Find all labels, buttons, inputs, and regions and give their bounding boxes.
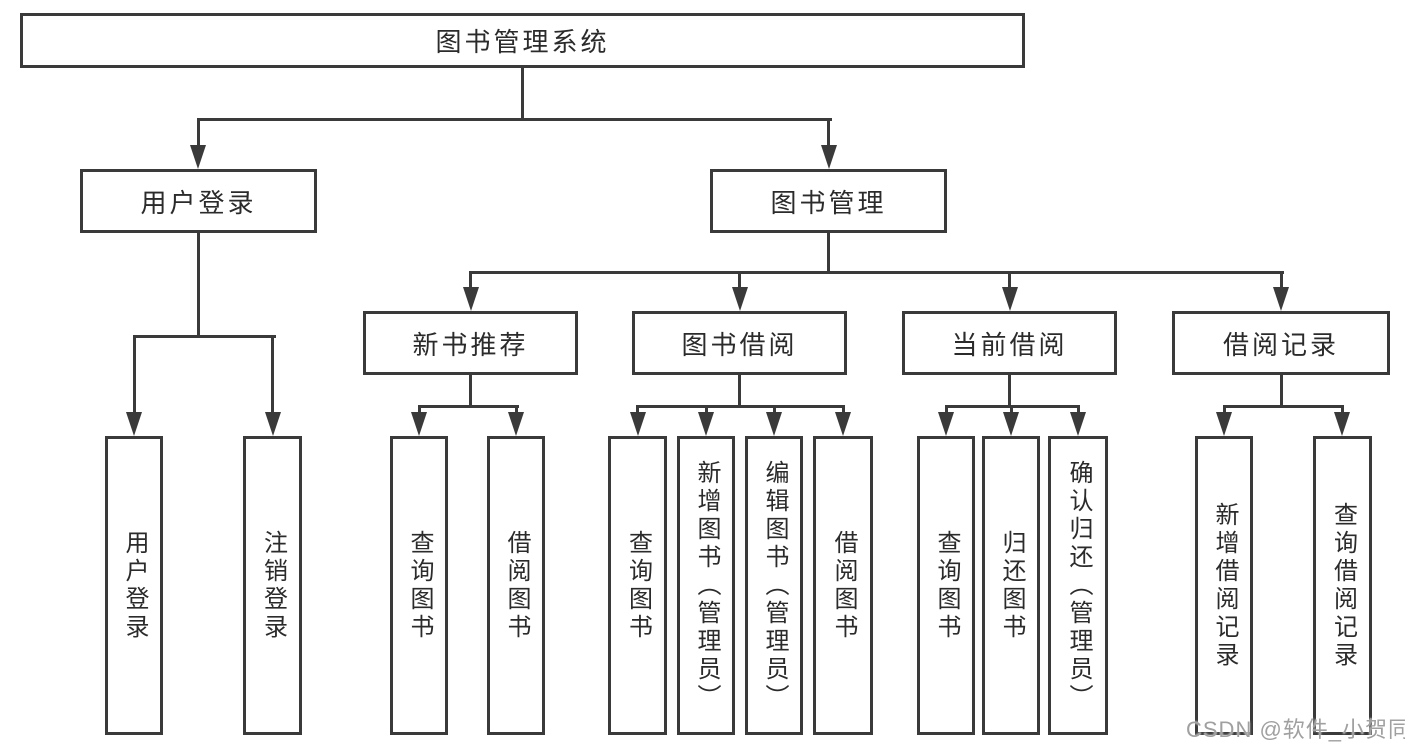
node-login: 用户登录	[105, 436, 163, 735]
connector-line	[827, 233, 830, 272]
connector-line	[196, 118, 200, 150]
arrowhead-icon	[1070, 412, 1086, 436]
connector-line	[469, 375, 472, 407]
arrowhead-icon	[835, 412, 851, 436]
node-bb-edit-books-admin: 编辑图书（管理员）	[745, 436, 803, 735]
connector-line	[132, 334, 136, 420]
connector-line	[520, 68, 524, 121]
connector-line	[271, 334, 274, 420]
connector-line	[738, 270, 741, 293]
arrowhead-icon	[462, 287, 479, 311]
connector-line	[738, 375, 741, 407]
arrowhead-icon	[126, 412, 142, 436]
node-borrow-records: 借阅记录	[1172, 311, 1390, 375]
connector-line	[636, 404, 844, 408]
connector-line	[1008, 270, 1011, 293]
arrowhead-icon	[411, 412, 427, 436]
connector-line	[827, 118, 830, 150]
node-nbr-query-books: 查询图书	[390, 436, 448, 735]
node-new-book-recommend: 新书推荐	[363, 311, 578, 375]
arrowhead-icon	[629, 412, 646, 436]
node-br-query-record: 查询借阅记录	[1313, 436, 1372, 735]
connector-line	[469, 270, 472, 293]
arrowhead-icon	[731, 287, 748, 311]
node-current-borrow: 当前借阅	[902, 311, 1117, 375]
node-bb-query-books: 查询图书	[608, 436, 667, 735]
node-br-add-record: 新增借阅记录	[1195, 436, 1253, 735]
node-root: 图书管理系统	[20, 13, 1025, 68]
node-bb-add-books-admin: 新增图书（管理员）	[677, 436, 735, 735]
arrowhead-icon	[264, 412, 281, 436]
connector-line	[1222, 404, 1344, 408]
arrowhead-icon	[1334, 412, 1350, 436]
connector-line	[1008, 375, 1011, 407]
arrowhead-icon	[1001, 287, 1018, 311]
arrowhead-icon	[190, 145, 206, 169]
connector-line	[196, 233, 200, 337]
node-user-login: 用户登录	[80, 169, 317, 233]
node-logout: 注销登录	[243, 436, 302, 735]
arrowhead-icon	[1216, 412, 1232, 436]
connector-line	[196, 118, 832, 121]
connector-line	[1279, 375, 1283, 407]
arrowhead-icon	[766, 412, 782, 436]
node-cb-confirm-return-admin: 确认归还（管理员）	[1048, 436, 1108, 735]
arrowhead-icon	[1003, 412, 1019, 436]
arrowhead-icon	[938, 412, 954, 436]
node-cb-return-books: 归还图书	[982, 436, 1040, 735]
connector-line	[1279, 270, 1283, 293]
node-bb-borrow-books: 借阅图书	[813, 436, 873, 735]
connector-line	[468, 270, 1284, 274]
arrowhead-icon	[820, 145, 837, 169]
node-nbr-borrow-books: 借阅图书	[487, 436, 545, 735]
node-cb-query-books: 查询图书	[917, 436, 975, 735]
arrowhead-icon	[508, 412, 524, 436]
arrowhead-icon	[698, 412, 714, 436]
connector-line	[132, 334, 276, 338]
connector-line	[417, 404, 519, 408]
arrowhead-icon	[1273, 287, 1289, 311]
node-book-management: 图书管理	[710, 169, 947, 233]
watermark: CSDN @软件_小贺同学	[1186, 717, 1405, 742]
node-book-borrow: 图书借阅	[632, 311, 847, 375]
